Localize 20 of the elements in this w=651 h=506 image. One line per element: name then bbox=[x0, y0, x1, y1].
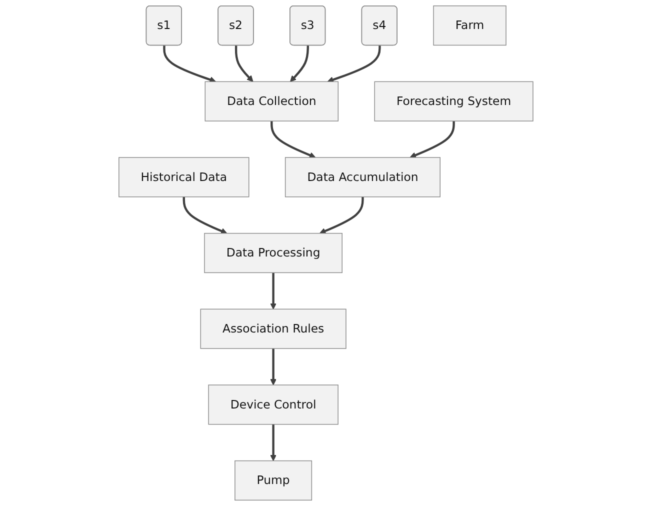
arrow bbox=[234, 46, 253, 82]
arrow bbox=[326, 46, 380, 83]
node-box: Data Accumulation bbox=[284, 157, 440, 198]
node-box: Data Collection bbox=[204, 81, 338, 122]
node-box: Data Processing bbox=[204, 232, 342, 274]
arrow bbox=[182, 196, 227, 234]
node-box: Pump bbox=[234, 460, 312, 501]
arrow bbox=[319, 196, 364, 234]
arrow bbox=[270, 121, 316, 158]
arrow bbox=[270, 272, 276, 310]
node-box: Forecasting System bbox=[374, 81, 533, 122]
node-box: Association Rules bbox=[200, 308, 346, 349]
arrow bbox=[270, 424, 276, 462]
arrow bbox=[409, 121, 454, 158]
node-box: Farm bbox=[432, 5, 506, 46]
arrow bbox=[290, 46, 309, 82]
node-box: Device Control bbox=[208, 384, 338, 425]
node-box: Historical Data bbox=[118, 157, 249, 198]
arrow bbox=[162, 46, 216, 83]
arrow bbox=[270, 348, 276, 386]
